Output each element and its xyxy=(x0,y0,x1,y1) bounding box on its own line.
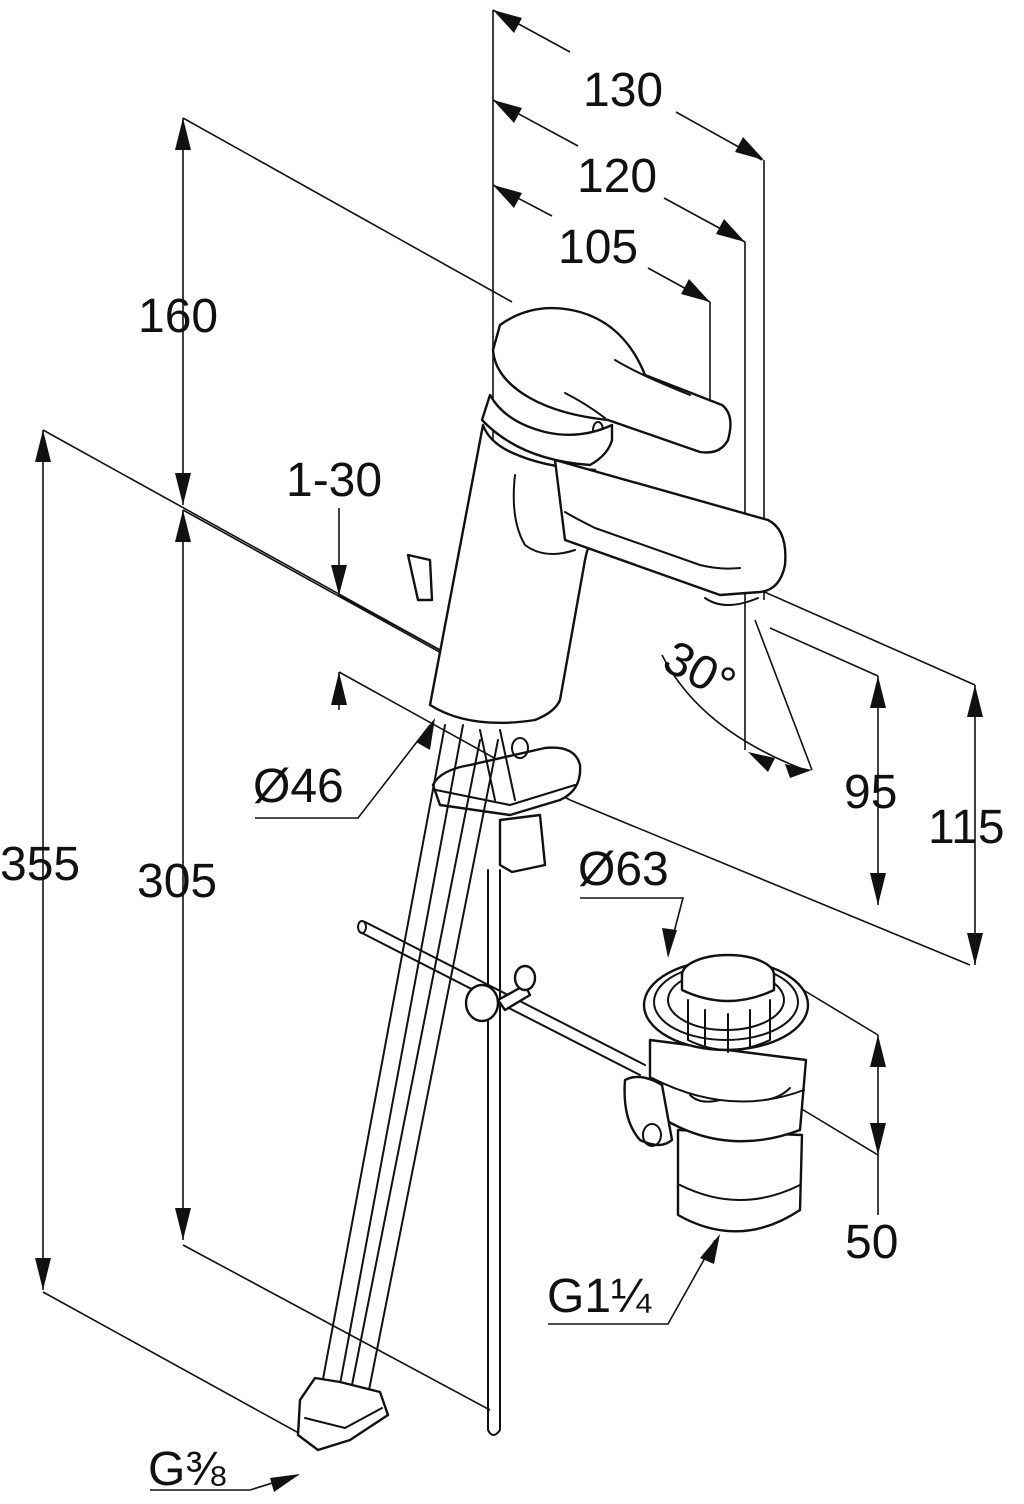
dim-105-label: 105 xyxy=(558,221,638,274)
dim-130-label: 130 xyxy=(583,64,663,117)
dim-95-label: 95 xyxy=(844,766,897,819)
dim-dia63-label: Ø63 xyxy=(578,843,669,896)
dim-angle-30-label: 30° xyxy=(655,631,744,712)
thread-g1-1-4-label: G1¼ xyxy=(547,1270,652,1323)
dim-120-label: 120 xyxy=(577,150,657,203)
dim-1-30-label: 1-30 xyxy=(286,454,382,507)
dim-355-label: 355 xyxy=(0,838,80,891)
dim-305-label: 305 xyxy=(137,855,217,908)
dimension-lines xyxy=(42,9,976,1491)
dim-115-label: 115 xyxy=(928,801,1005,854)
dim-50-label: 50 xyxy=(845,1216,898,1269)
waste-valve xyxy=(623,953,810,1233)
thread-g3-8-label: G⅜ xyxy=(148,1443,226,1496)
dimension-labels: 130 120 105 160 1-30 355 305 Ø46 Ø63 30°… xyxy=(0,64,1005,1496)
dimension-arrows xyxy=(35,10,983,1492)
dim-160-label: 160 xyxy=(138,290,218,343)
popup-linkage xyxy=(357,869,646,1436)
supply-hoses xyxy=(296,724,499,1452)
dim-dia46-label: Ø46 xyxy=(253,760,344,813)
faucet-body xyxy=(406,306,787,874)
